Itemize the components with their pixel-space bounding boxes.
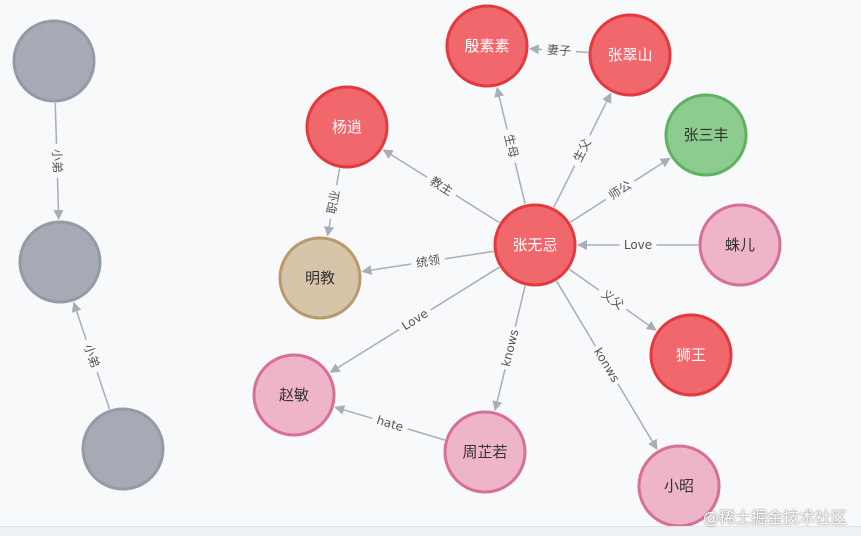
node-label: 张无忌 — [512, 236, 557, 254]
node-circle — [493, 203, 577, 287]
edge-label-background — [619, 237, 657, 253]
node-label: 张翠山 — [607, 46, 652, 64]
node-yss[interactable]: 殷素素 — [445, 4, 529, 88]
node-g1[interactable] — [12, 19, 96, 103]
edge-yx-mj[interactable]: 职业 — [322, 168, 345, 237]
node-circle — [278, 236, 362, 320]
edge-zzr-zm[interactable]: hate — [334, 405, 445, 441]
edge-label: 小弟 — [81, 342, 102, 369]
edge-label: Love — [624, 238, 652, 252]
edge-label-background — [588, 342, 625, 389]
edge-g1-g2[interactable]: 小弟 — [48, 102, 66, 221]
edge-label: 职业 — [325, 189, 343, 215]
edge-zwj-sw[interactable]: 义父 — [568, 268, 657, 331]
node-circle — [664, 93, 748, 177]
node-label: 殷素素 — [464, 37, 509, 55]
node-zm[interactable]: 赵敏 — [252, 353, 336, 437]
edge-zcs-yss[interactable]: 妻子 — [528, 41, 589, 60]
node-label: 狮王 — [676, 346, 706, 364]
node-label: 蛛儿 — [725, 236, 755, 254]
node-zcs[interactable]: 张翠山 — [588, 13, 672, 97]
node-sw[interactable]: 狮王 — [649, 313, 733, 397]
node-label: 赵敏 — [279, 386, 309, 404]
edge-label: 妻子 — [547, 43, 572, 58]
edge-label-background — [497, 324, 524, 372]
node-label: 小昭 — [664, 477, 694, 495]
node-yx[interactable]: 杨逍 — [305, 85, 389, 169]
edge-zwj-yss[interactable]: 生母 — [494, 86, 526, 205]
node-circle — [445, 4, 529, 88]
edge-label: 小弟 — [50, 149, 65, 173]
edge-zwj-mj[interactable]: 统领 — [361, 250, 494, 276]
node-zwj[interactable]: 张无忌 — [493, 203, 577, 287]
edge-zwj-zzr[interactable]: knows — [492, 285, 526, 412]
edge-label-background — [601, 174, 639, 207]
edge-zwj-zcs[interactable]: 生父 — [553, 92, 612, 208]
edge-g3-g2[interactable]: 小弟 — [71, 301, 111, 410]
edge-zwj-yx[interactable]: 教主 — [382, 149, 500, 224]
edge-label-background — [541, 41, 577, 60]
node-label: 张三丰 — [683, 126, 728, 144]
node-circle — [443, 410, 527, 494]
edge-label-background — [499, 127, 523, 165]
edge-label-background — [48, 143, 66, 179]
node-label: 周芷若 — [462, 443, 507, 461]
edge-ze-zwj[interactable]: Love — [577, 237, 698, 253]
edge-label-background — [395, 303, 435, 337]
node-zsf[interactable]: 张三丰 — [664, 93, 748, 177]
watermark: @稀土掘金技术社区 — [702, 508, 847, 527]
node-circle — [81, 407, 165, 491]
edge-label-background — [78, 337, 105, 375]
node-circle — [18, 220, 102, 304]
node-xz[interactable]: 小昭 — [637, 444, 721, 528]
bottom-bar — [0, 526, 861, 536]
node-g2[interactable] — [18, 220, 102, 304]
node-circle — [12, 19, 96, 103]
nodes-layer: 张无忌 殷素素张翠山杨逍 张三丰蛛儿明教狮王赵敏周芷若小昭 — [12, 4, 782, 528]
edge-zwj-zsf[interactable]: 师公 — [569, 157, 671, 223]
node-zzr[interactable]: 周芷若 — [443, 410, 527, 494]
node-circle — [252, 353, 336, 437]
node-circle — [698, 203, 782, 287]
node-label: 明教 — [305, 269, 335, 287]
node-label: 杨逍 — [332, 118, 362, 136]
edge-label-background — [422, 170, 461, 203]
node-mj[interactable]: 明教 — [278, 236, 362, 320]
edge-label: 统领 — [415, 253, 441, 270]
node-ze[interactable]: 蛛儿 — [698, 203, 782, 287]
edge-label-background — [370, 410, 410, 437]
node-circle — [588, 13, 672, 97]
edge-zwj-xz[interactable]: konws — [555, 280, 658, 450]
node-circle — [305, 85, 389, 169]
edge-label-background — [322, 183, 345, 221]
node-circle — [649, 313, 733, 397]
node-g3[interactable] — [81, 407, 165, 491]
edge-label-background — [409, 250, 447, 272]
edge-label-background — [594, 283, 632, 317]
edge-label: 生母 — [501, 133, 520, 160]
edge-label-background — [567, 131, 598, 170]
